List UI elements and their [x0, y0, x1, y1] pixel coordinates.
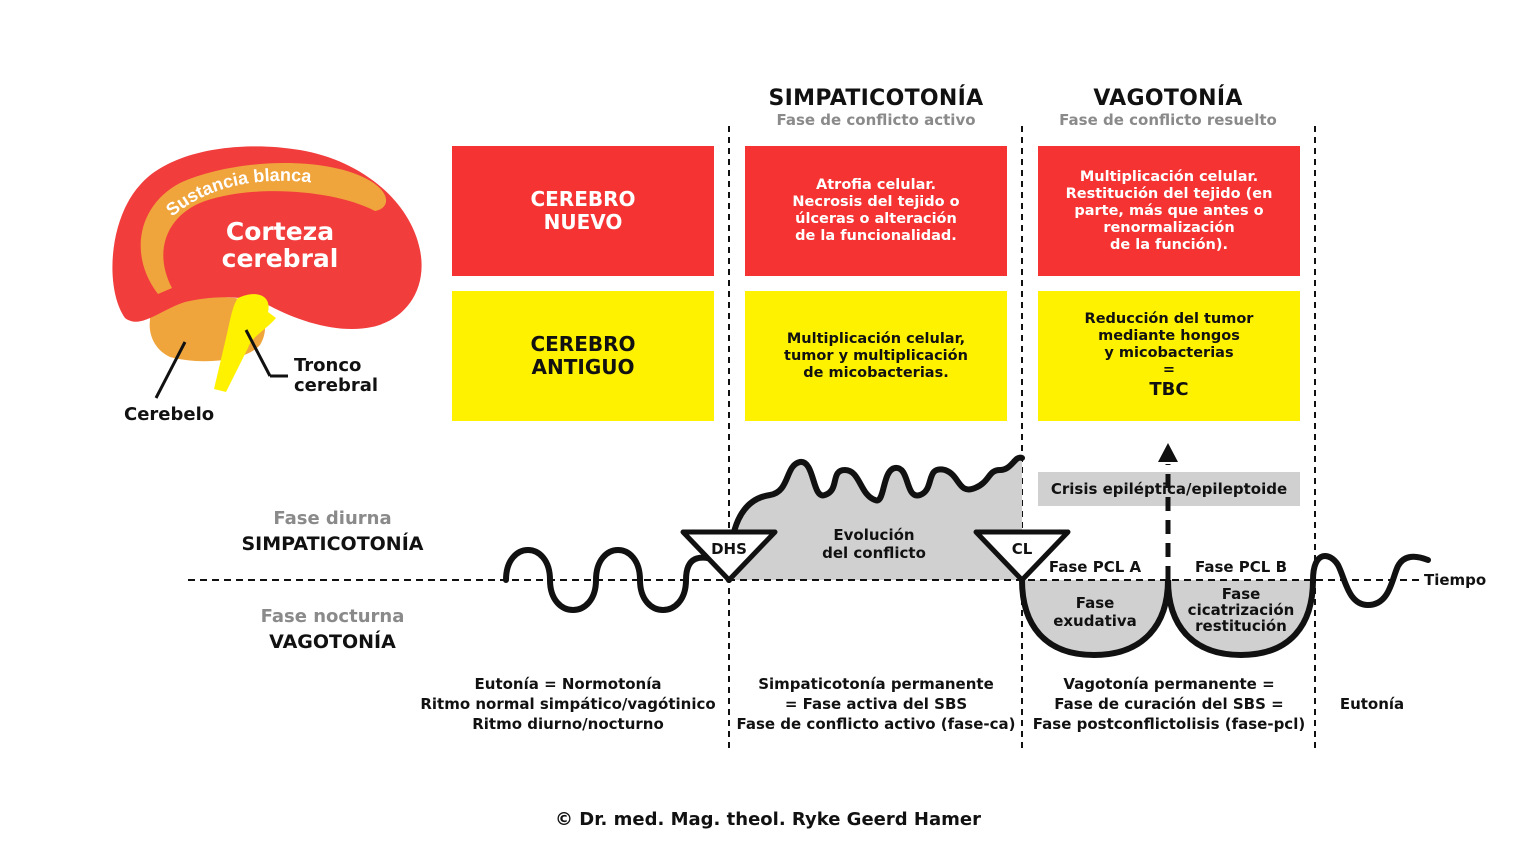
healing-label: Fase cicatrización restitución: [1187, 585, 1295, 635]
dhs-label: DHS: [711, 540, 747, 558]
exudative-label: Fase exudativa: [1053, 594, 1137, 630]
night-tone-label: VAGOTONÍA: [269, 631, 396, 653]
brainstem-pointer: [244, 329, 272, 377]
vagotonia-header: VAGOTONÍA Fase de conflicto resuelto: [1022, 86, 1314, 129]
new-brain-resolved-box: Multiplicación celular. Restitución del …: [1038, 146, 1300, 276]
normal-rhythm-wave: [503, 547, 732, 613]
eutonia-end-label: Eutonía: [1339, 695, 1405, 713]
brainstem-shape: [214, 294, 276, 392]
tbc-label: TBC: [1149, 379, 1189, 400]
cerebellum-label: Cerebelo: [124, 404, 215, 425]
old-brain-box: CEREBRO ANTIGUO: [452, 291, 714, 421]
new-brain-box: CEREBRO NUEVO: [452, 146, 714, 276]
night-phase-block: Fase nocturna VAGOTONÍA: [200, 606, 465, 653]
brainstem-label: Tronco cerebral: [294, 356, 378, 396]
conflict-evolution-area: [729, 457, 1022, 580]
dhs-triangle: [680, 529, 778, 583]
new-brain-active-text: Atrofia celular. Necrosis del tejido o ú…: [792, 177, 960, 244]
old-brain-active-text: Multiplicación celular, tumor y multipli…: [784, 330, 968, 381]
day-tone-label: SIMPATICOTONÍA: [241, 533, 424, 555]
white-matter-shape: [140, 163, 387, 294]
sympathicotonia-description: Simpaticotonía permanente = Fase activa …: [736, 675, 1016, 733]
vagotonia-subtitle: Fase de conflicto resuelto: [1059, 111, 1277, 129]
time-label: Tiempo: [1424, 571, 1487, 589]
day-phase-block: Fase diurna SIMPATICOTONÍA: [200, 508, 465, 555]
brain-illustration: Sustancia blanca: [112, 146, 422, 399]
old-brain-resolved-text: Reducción del tumor mediante hongos y mi…: [1084, 311, 1254, 378]
healing-area: [1022, 580, 1313, 655]
night-phase-label: Fase nocturna: [260, 606, 405, 627]
old-brain-label: CEREBRO ANTIGUO: [530, 332, 636, 379]
crisis-arrow-head: [1158, 443, 1178, 462]
eutonia-wave: [1310, 553, 1431, 609]
sympathicotonia-title: SIMPATICOTONÍA: [768, 86, 984, 111]
new-brain-resolved-text: Multiplicación celular. Restitución del …: [1065, 168, 1273, 253]
eutonia-description: Eutonía = Normotonía Ritmo normal simpát…: [420, 675, 716, 733]
sympathicotonia-header: SIMPATICOTONÍA Fase de conflicto activo: [730, 86, 1022, 129]
cortex-label-line1: Corteza: [225, 217, 335, 246]
brainstem-label-line2: cerebral: [294, 375, 379, 396]
old-brain-resolved-box: Reducción del tumor mediante hongos y mi…: [1038, 291, 1300, 421]
cl-label: CL: [1011, 540, 1033, 558]
cortex-label-line2: cerebral: [221, 244, 339, 273]
evolution-label: Evolución del conflicto: [822, 526, 926, 562]
cerebellum-pointer: [154, 341, 187, 399]
vagotonia-title: VAGOTONÍA: [1093, 86, 1243, 111]
copyright: © Dr. med. Mag. theol. Ryke Geerd Hamer: [555, 809, 981, 830]
crisis-label: Crisis epiléptica/epileptoide: [1050, 480, 1288, 498]
sympathicotonia-subtitle: Fase de conflicto activo: [776, 111, 976, 129]
day-phase-label: Fase diurna: [273, 508, 392, 529]
old-brain-active-box: Multiplicación celular, tumor y multipli…: [745, 291, 1007, 421]
vagotonia-description: Vagotonía permanente = Fase de curación …: [1032, 675, 1306, 733]
new-brain-active-box: Atrofia celular. Necrosis del tejido o ú…: [745, 146, 1007, 276]
brainstem-label-line1: Tronco: [294, 355, 362, 376]
new-brain-label: CEREBRO NUEVO: [530, 187, 636, 234]
cortex-label: Corteza cerebral: [205, 218, 355, 272]
pcl-b-label: Fase PCL B: [1194, 558, 1288, 576]
conflict-evolution-line: [726, 454, 1025, 583]
pcl-a-label: Fase PCL A: [1048, 558, 1142, 576]
cl-triangle: [973, 529, 1071, 583]
